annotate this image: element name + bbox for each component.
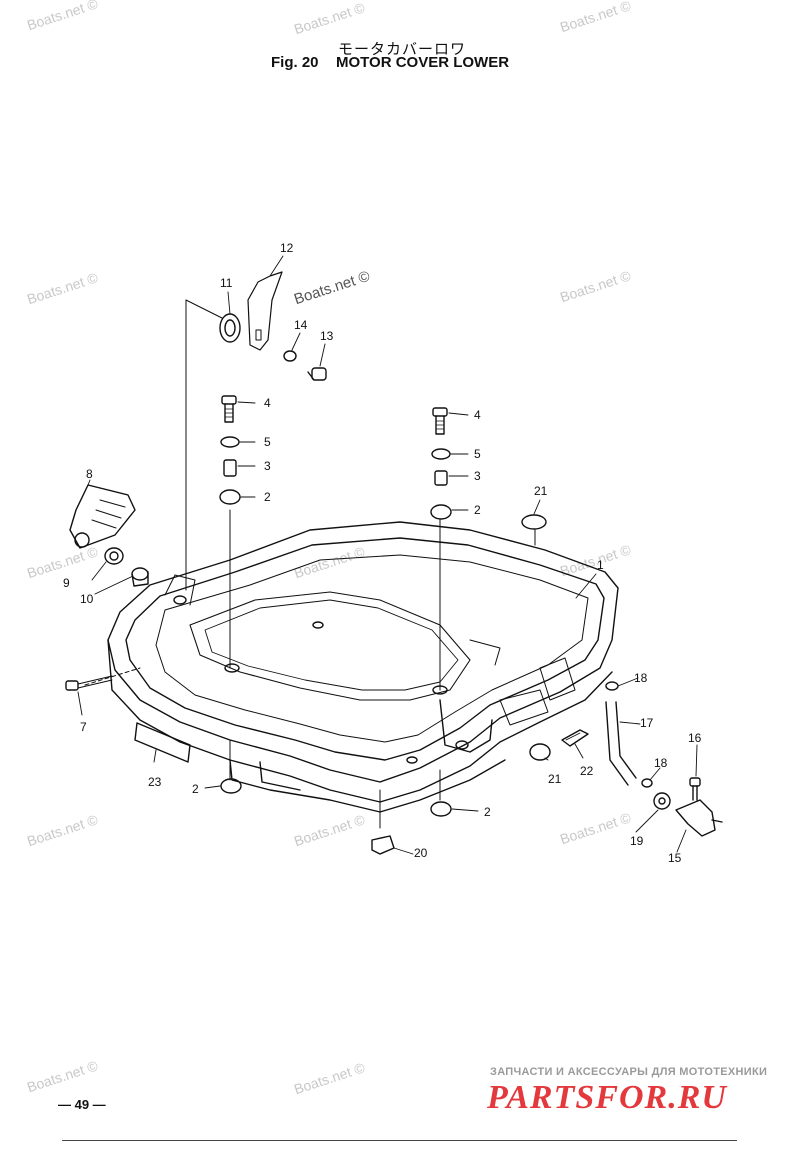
callout-label: 2 [474,503,481,517]
hose-part [605,701,637,786]
fitting-part [675,799,723,837]
callout-label: 19 [630,834,644,848]
callout-label: 18 [654,756,668,770]
hook-bracket-part [247,271,283,351]
callout-label: 5 [264,435,271,449]
page-number: — 49 — [58,1097,106,1112]
callout-label: 21 [534,484,548,498]
callout-label: 21 [548,772,562,786]
washer-part [431,448,451,460]
motor-cover-lower-part [107,521,619,813]
screw-part [689,777,701,801]
screw-part [65,675,113,691]
callout-label: 2 [264,490,271,504]
callout-label: 15 [668,851,682,865]
callout-label: 23 [148,775,162,789]
brand-subtitle: ЗАПЧАСТИ И АКСЕССУАРЫ ДЛЯ МОТОТЕХНИКИ [490,1066,768,1078]
callout-label: 22 [580,764,594,778]
callout-label: 2 [484,805,491,819]
leader-lines [77,255,698,855]
bushing-part [131,567,149,587]
grommet-part [220,778,242,794]
collar-part [223,459,237,477]
title-japanese: モータカバーロワ [338,40,467,58]
plug-part [529,743,551,761]
callout-label: 9 [63,576,70,590]
callout-label: 11 [220,276,233,290]
callout-label: 14 [294,318,308,332]
callout-label: 12 [280,241,294,255]
callout-label: 3 [474,469,481,483]
callout-label: 17 [640,716,654,730]
washer-part [220,436,240,448]
callout-label: 3 [264,459,271,473]
bolt-part [221,395,237,423]
clip-part [641,778,653,788]
ring-part [104,547,124,565]
brand-logo: PARTSFOR.RU [487,1079,727,1116]
grommet-part [561,729,589,747]
callout-label: 16 [688,731,702,745]
washer-part [653,792,671,810]
callout-label: 2 [192,782,199,796]
figure-number: Fig. 20 [271,54,319,71]
plug-part [521,514,547,530]
label-plate-part [134,722,191,763]
callout-label: 4 [474,408,481,422]
callout-label: 4 [264,396,271,410]
screw-part [307,367,327,381]
callout-label: 13 [320,329,334,343]
washer-part [283,350,297,362]
grommet-part [430,504,452,520]
collar-part [434,470,448,486]
figure-title: MOTOR COVER LOWER [336,54,510,71]
callout-label: 10 [80,592,94,606]
callout-label: 20 [414,846,428,860]
callout-label: 1 [597,558,604,572]
grommet-part [219,489,241,505]
lever-handle-part [69,484,136,549]
assembly-lines [84,299,536,829]
grommet-part [219,313,241,343]
callout-label: 8 [86,467,93,481]
plug-part [371,835,395,855]
callout-label: 5 [474,447,481,461]
bolt-part [432,407,448,435]
bottom-rule [62,1140,737,1141]
callout-label: 7 [80,720,87,734]
grommet-part [430,801,452,817]
clip-part [605,681,619,691]
callout-label: 18 [634,671,648,685]
